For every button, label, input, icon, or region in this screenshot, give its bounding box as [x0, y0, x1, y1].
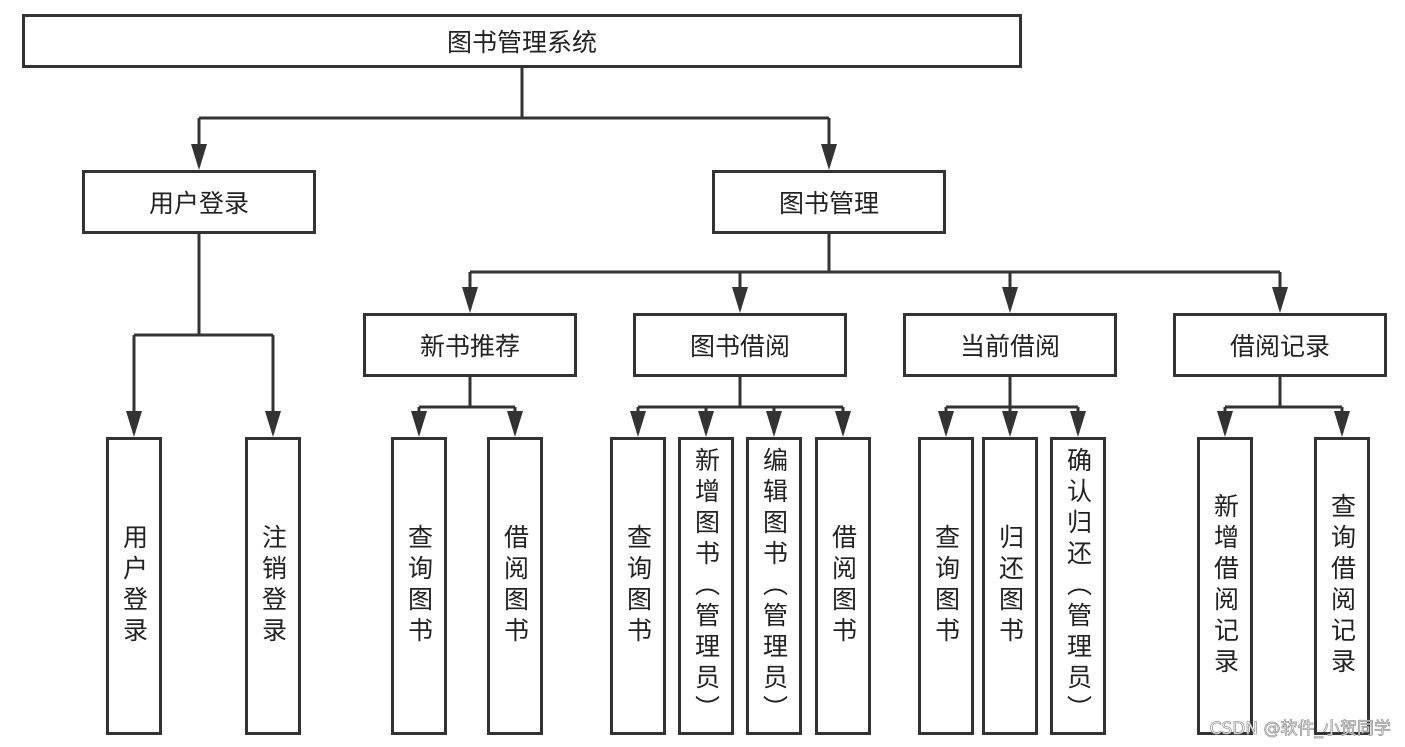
leaf-node: 编辑图书（管理员）: [746, 437, 802, 735]
node-label: 查询图书: [404, 524, 434, 648]
arrow-head: [698, 411, 714, 437]
arrow-head: [1272, 287, 1288, 313]
arrow-head: [462, 287, 478, 313]
node-label: 新增图书（管理员）: [691, 446, 721, 726]
submodule-node: 借阅记录: [1173, 313, 1387, 377]
arrow-head: [1002, 287, 1018, 313]
arrow-head: [821, 144, 837, 170]
leaf-node: 查询图书: [610, 437, 666, 735]
leaf-node: 新增图书（管理员）: [678, 437, 734, 735]
node-label: 编辑图书（管理员）: [759, 446, 789, 726]
arrow-head: [411, 411, 427, 437]
node-label: 新增借阅记录: [1210, 493, 1240, 679]
leaf-node: 借阅图书: [487, 437, 543, 735]
arrow-head: [1070, 411, 1086, 437]
submodule-node: 当前借阅: [903, 313, 1117, 377]
root-node: 图书管理系统: [22, 14, 1022, 68]
arrow-head: [507, 411, 523, 437]
leaf-node: 归还图书: [982, 437, 1038, 735]
submodule-node: 图书借阅: [633, 313, 847, 377]
leaf-node: 查询借阅记录: [1314, 437, 1370, 735]
arrow-head: [1334, 411, 1350, 437]
leaf-node: 确认归还（管理员）: [1050, 437, 1106, 735]
node-book-management: 图书管理: [712, 170, 946, 234]
node-label: 借阅记录: [1229, 332, 1330, 361]
leaf-node: 新增借阅记录: [1197, 437, 1253, 735]
arrow-head: [1217, 411, 1233, 437]
arrow-head: [1002, 411, 1018, 437]
leaf-node: 用户登录: [106, 437, 162, 735]
leaf-node: 查询图书: [391, 437, 447, 735]
arrow-head: [835, 411, 851, 437]
node-label: 确认归还（管理员）: [1063, 446, 1093, 726]
node-user-login: 用户登录: [82, 170, 316, 234]
leaf-node: 查询图书: [918, 437, 974, 735]
arrow-head: [766, 411, 782, 437]
node-label: 新书推荐: [419, 332, 520, 361]
node-label: 图书借阅: [689, 332, 790, 361]
arrow-head: [265, 411, 281, 437]
watermark: CSDN @软件_小贺同学: [1209, 719, 1391, 740]
leaf-node: 注销登录: [245, 437, 301, 735]
node-label: 用户登录: [148, 189, 249, 218]
node-label: 注销登录: [258, 524, 288, 648]
arrow-head: [732, 287, 748, 313]
arrow-head: [938, 411, 954, 437]
node-label: 当前借阅: [959, 332, 1060, 361]
submodule-node: 新书推荐: [363, 313, 577, 377]
leaf-node: 借阅图书: [815, 437, 871, 735]
arrow-head: [126, 411, 142, 437]
node-label: 归还图书: [995, 524, 1025, 648]
node-label: 图书管理: [778, 189, 879, 218]
node-label: 查询借阅记录: [1327, 493, 1357, 679]
node-label: 图书管理系统: [446, 28, 597, 57]
node-label: 查询图书: [623, 524, 653, 648]
arrow-head: [630, 411, 646, 437]
node-label: 查询图书: [931, 524, 961, 648]
node-label: 借阅图书: [500, 524, 530, 648]
node-label: 用户登录: [119, 524, 149, 648]
arrow-head: [191, 144, 207, 170]
node-label: 借阅图书: [828, 524, 858, 648]
